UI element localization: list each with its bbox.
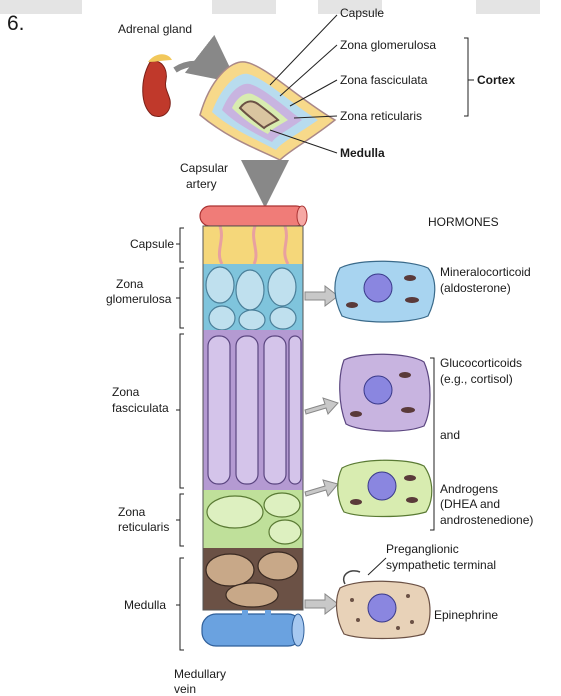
kidney-icon [143, 54, 172, 116]
label-preganglionic-1: Preganglionic [386, 542, 459, 556]
label-zona-reticularis-top: Zona reticularis [340, 109, 422, 123]
hormone-androgens-3: androstenedione) [440, 513, 533, 527]
hormone-androgens-1: Androgens [440, 482, 498, 496]
cell-androgen [338, 460, 432, 516]
label-zona-fasciculata-left-2: fasciculata [112, 401, 169, 415]
label-medullary-vein-2: vein [174, 682, 196, 696]
label-zona-glomerulosa-top: Zona glomerulosa [340, 38, 436, 52]
medullary-vein [202, 610, 304, 646]
label-capsule-top: Capsule [340, 6, 384, 20]
cell-arrows [305, 286, 338, 614]
label-cortex: Cortex [477, 73, 515, 87]
cortex-column [203, 226, 303, 610]
label-adrenal-gland: Adrenal gland [118, 22, 192, 36]
label-zona-glomerulosa-left-2: glomerulosa [106, 292, 171, 306]
hormone-epinephrine: Epinephrine [434, 608, 498, 622]
hormone-androgens-2: (DHEA and [440, 497, 500, 511]
label-capsule-left: Capsule [108, 237, 174, 251]
label-capsular-artery-2: artery [186, 177, 217, 191]
label-medulla-top: Medulla [340, 146, 385, 160]
label-zona-reticularis-left-2: reticularis [118, 520, 169, 534]
label-medullary-vein-1: Medullary [174, 667, 226, 681]
cell-mineralocorticoid [335, 261, 435, 322]
label-zona-fasciculata-top: Zona fasciculata [340, 73, 427, 87]
label-zona-reticularis-left-1: Zona [118, 505, 145, 519]
hormone-glucocorticoids-2: (e.g., cortisol) [440, 372, 513, 386]
hormone-and: and [440, 428, 460, 442]
hormone-mineralocorticoid-1: Mineralocorticoid [440, 265, 531, 279]
label-zona-glomerulosa-left-1: Zona [116, 277, 143, 291]
cell-glucocorticoid [340, 354, 430, 431]
label-zona-fasciculata-left-1: Zona [112, 385, 139, 399]
label-hormones-heading: HORMONES [428, 215, 499, 229]
left-brackets [176, 228, 184, 650]
capsular-artery [200, 206, 307, 226]
label-medulla-left: Medulla [124, 598, 166, 612]
hormone-glucocorticoids-1: Glucocorticoids [440, 356, 522, 370]
hormone-mineralocorticoid-2: (aldosterone) [440, 281, 511, 295]
label-preganglionic-2: sympathetic terminal [386, 558, 496, 572]
label-capsular-artery-1: Capsular [180, 161, 228, 175]
cell-medulla [337, 571, 430, 639]
